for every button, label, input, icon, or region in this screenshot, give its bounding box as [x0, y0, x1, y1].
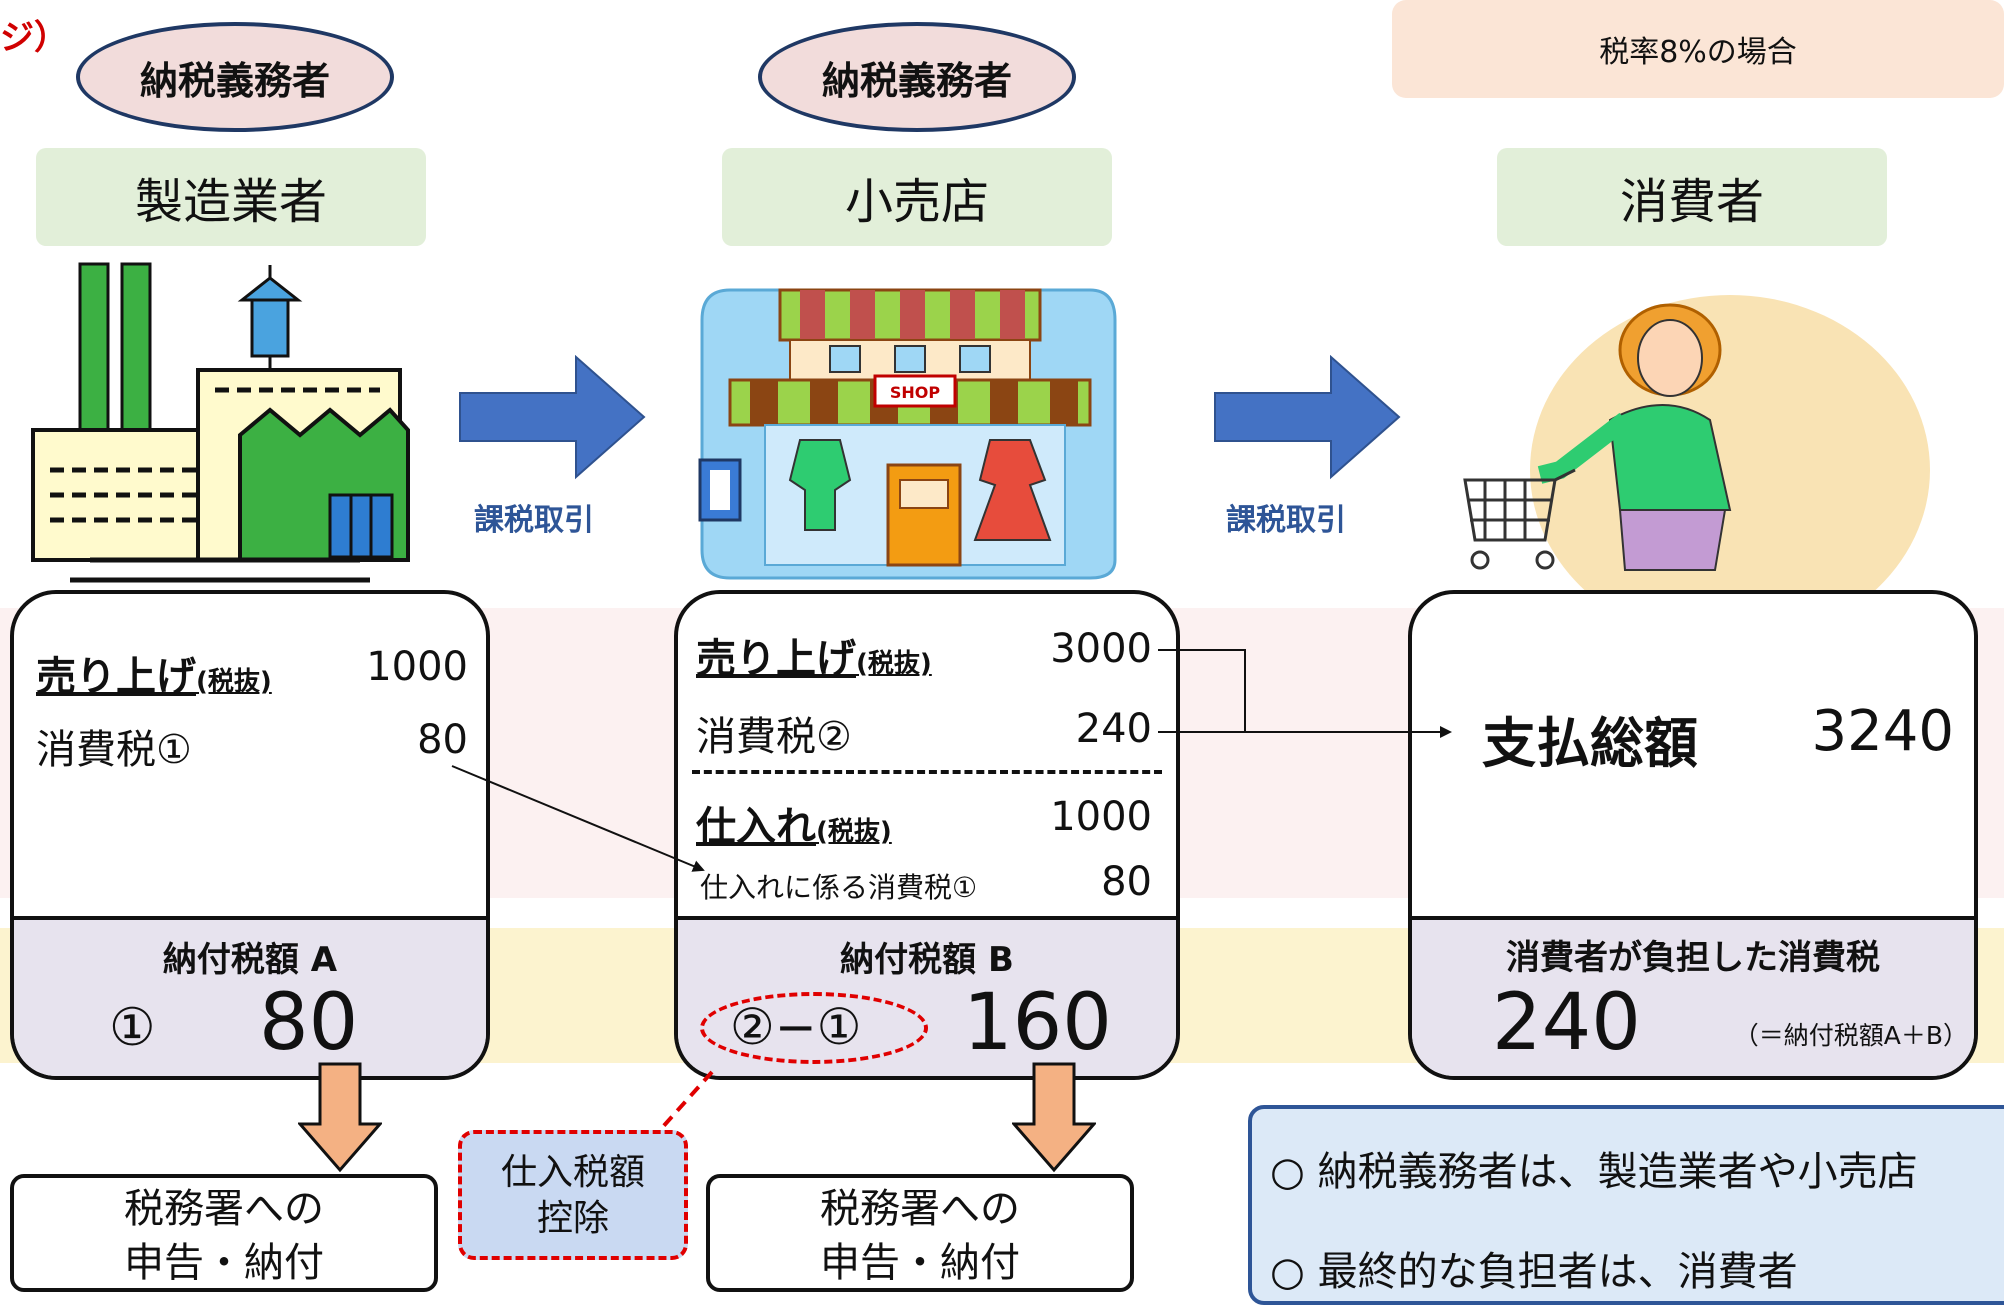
retailer-payment-area: 納付税額 B ②−① 160 [678, 916, 1176, 1076]
factory-icon [31, 262, 410, 583]
transaction-label-1: 課税取引 [474, 503, 594, 538]
manufacturer-tax-value: 80 [417, 717, 468, 763]
filing-line-2: 申告・納付 [820, 1240, 1020, 1286]
consumer-panel: 支払総額 3240 消費者が負担した消費税 240 （＝納付税額A＋B） [1408, 590, 1978, 1080]
taxpayer-oval-manufacturer: 納税義務者 [76, 22, 394, 132]
note-burden: ○ 最終的な負担者は、消費者 [1270, 1249, 1798, 1295]
manufacturer-panel: 売り上げ(税抜) 1000 消費税① 80 納付税額 A ① 80 [10, 590, 490, 1080]
taxpayer-oval-retailer: 納税義務者 [758, 22, 1076, 132]
summary-notes: ○ 納税義務者は、製造業者や小売店 ○ 最終的な負担者は、消費者 [1248, 1105, 2004, 1305]
formula-highlight-ellipse [700, 992, 928, 1064]
retailer-payment-value: 160 [963, 978, 1112, 1068]
note-taxpayers: ○ 納税義務者は、製造業者や小売店 [1270, 1149, 1918, 1195]
transaction-label-2: 課税取引 [1226, 503, 1346, 538]
manufacturer-payment-value: 80 [259, 978, 359, 1068]
actor-consumer: 消費者 [1497, 148, 1887, 246]
consumer-icon [1463, 295, 1930, 590]
manufacturer-payment-area: 納付税額 A ① 80 [14, 916, 486, 1076]
retailer-payment-formula: ②−① [730, 998, 862, 1056]
consumer-burden-value: 240 [1492, 978, 1641, 1068]
filing-box-retailer: 税務署への 申告・納付 [706, 1174, 1134, 1292]
shop-icon: SHOP [698, 288, 1117, 580]
manufacturer-payment-formula: ① [109, 998, 156, 1058]
consumer-total-label: 支払総額 [1482, 712, 1698, 775]
deduction-line-2: 控除 [536, 1198, 609, 1239]
retailer-payment-title: 納付税額 B [840, 940, 1014, 980]
retailer-tax-value: 240 [1075, 706, 1152, 752]
retailer-sales-value: 3000 [1050, 626, 1152, 672]
retailer-sales-label: 売り上げ(税抜) [696, 636, 932, 682]
transaction-arrow-2 [1214, 355, 1401, 480]
consumer-total-value: 3240 [1811, 699, 1954, 764]
filing-line-2: 申告・納付 [124, 1240, 324, 1286]
retailer-purchase-label: 仕入れ(税抜) [696, 804, 892, 850]
manufacturer-sales-label: 売り上げ(税抜) [36, 654, 272, 700]
manufacturer-tax-label: 消費税① [36, 727, 192, 773]
filing-line-1: 税務署への [820, 1186, 1020, 1232]
shop-sign: SHOP [890, 383, 941, 402]
input-tax-deduction-box: 仕入税額 控除 [458, 1130, 688, 1260]
deduction-connector [658, 1070, 714, 1132]
retailer-panel: 売り上げ(税抜) 3000 消費税② 240 仕入れ(税抜) 1000 仕入れに… [674, 590, 1180, 1080]
manufacturer-sales-value: 1000 [366, 644, 468, 690]
deduction-line-1: 仕入税額 [500, 1152, 645, 1193]
retailer-purchase-value: 1000 [1050, 794, 1152, 840]
sales-connector [1158, 649, 1246, 732]
actor-retailer: 小売店 [722, 148, 1112, 246]
retailer-purchase-tax-value: 80 [1101, 859, 1152, 905]
transaction-arrow-1 [459, 355, 646, 480]
filing-line-1: 税務署への [124, 1186, 324, 1232]
down-arrow-retailer [1012, 1062, 1096, 1173]
retailer-divider [692, 770, 1162, 774]
filing-box-manufacturer: 税務署への 申告・納付 [10, 1174, 438, 1292]
tax-rate-note: 税率8%の場合 [1392, 0, 2004, 98]
down-arrow-manufacturer [298, 1062, 382, 1173]
retailer-purchase-tax-label: 仕入れに係る消費税① [700, 871, 978, 904]
actor-manufacturer: 製造業者 [36, 148, 426, 246]
manufacturer-payment-title: 納付税額 A [162, 940, 338, 980]
corner-title-fragment: ジ） [0, 18, 68, 58]
consumer-burden-title: 消費者が負担した消費税 [1506, 938, 1880, 978]
retailer-tax-label: 消費税② [696, 714, 852, 760]
consumer-burden-area: 消費者が負担した消費税 240 （＝納付税額A＋B） [1412, 916, 1974, 1076]
tax-carry-arrow [451, 765, 705, 872]
consumer-burden-note: （＝納付税額A＋B） [1733, 1021, 1968, 1050]
